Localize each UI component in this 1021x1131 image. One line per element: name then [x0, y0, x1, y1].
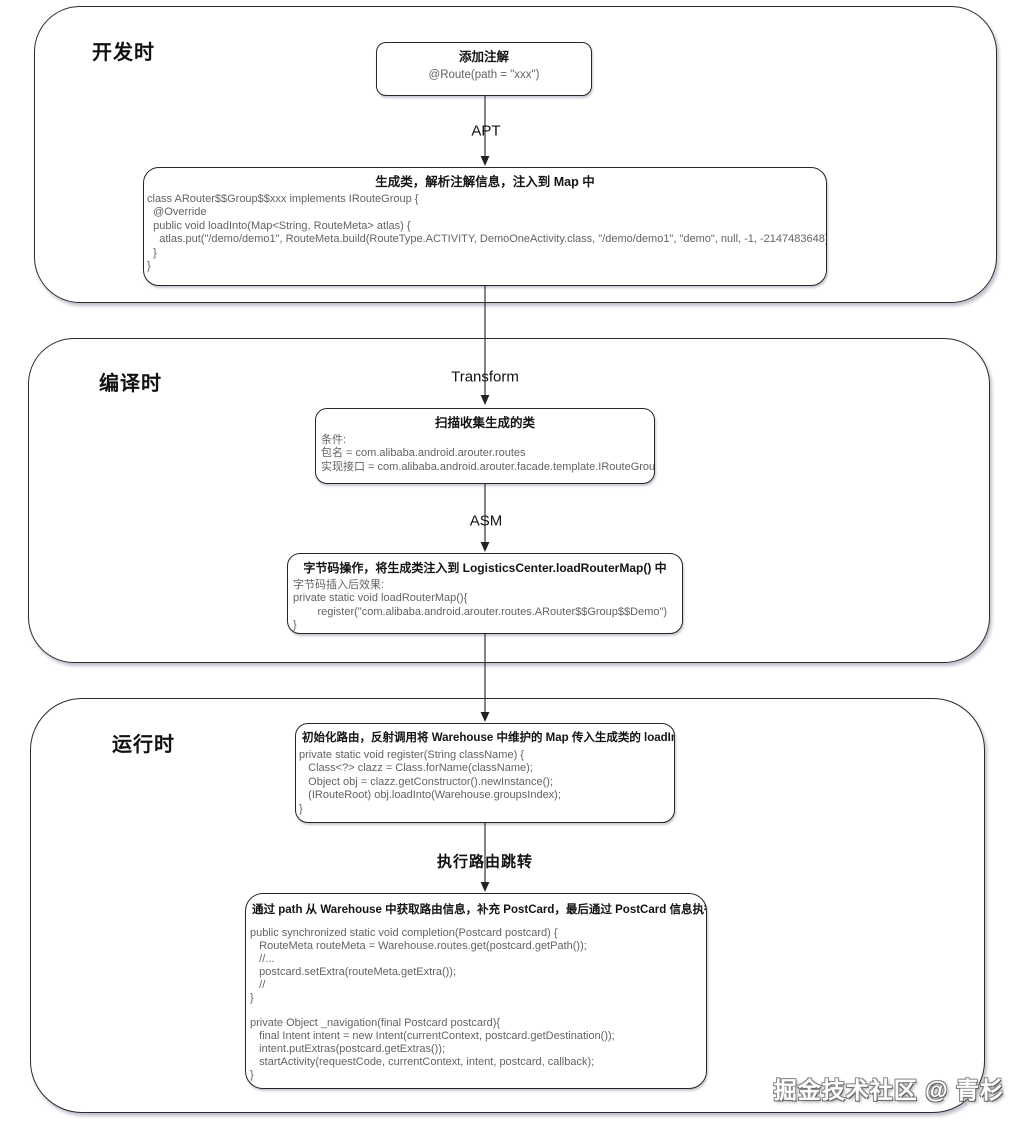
phase-label-development: 开发时: [92, 42, 155, 64]
node-scan-collect-title: 扫描收集生成的类: [434, 416, 535, 430]
node-generated-class-title: 生成类，解析注解信息，注入到 Map 中: [375, 175, 595, 189]
node-completion-jump-title: 通过 path 从 Warehouse 中获取路由信息，补充 PostCard，…: [252, 904, 706, 916]
node-completion-jump-code: public synchronized static void completi…: [250, 927, 615, 1081]
node-completion-jump: 通过 path 从 Warehouse 中获取路由信息，补充 PostCard，…: [245, 893, 707, 1089]
node-bytecode-inject-code: 字节码插入后效果: private static void loadRouter…: [293, 579, 668, 632]
node-scan-collect: 扫描收集生成的类 条件: 包名 = com.alibaba.android.ar…: [315, 408, 655, 484]
arrow-label-apt: APT: [471, 122, 501, 140]
node-add-annotation-title: 添加注解: [458, 50, 509, 64]
arrow-label-asm: ASM: [469, 512, 503, 530]
arrow-label-transform: Transform: [451, 368, 519, 386]
node-generated-class-code: class ARouter$$Group$$xxx implements IRo…: [147, 193, 826, 273]
node-scan-collect-code: 条件: 包名 = com.alibaba.android.arouter.rou…: [321, 434, 654, 473]
node-init-route-title: 初始化路由，反射调用将 Warehouse 中维护的 Map 传入生成类的 lo…: [302, 732, 674, 744]
node-add-annotation-code: @Route(path = "xxx"): [428, 69, 540, 81]
phase-label-compile: 编译时: [99, 373, 162, 395]
phase-label-runtime: 运行时: [112, 734, 175, 756]
node-add-annotation: 添加注解 @Route(path = "xxx"): [376, 42, 592, 96]
node-init-route-code: private static void register(String clas…: [299, 749, 561, 815]
arrow-label-route-jump: 执行路由跳转: [436, 853, 534, 871]
node-generated-class: 生成类，解析注解信息，注入到 Map 中 class ARouter$$Grou…: [143, 167, 827, 286]
watermark-text: 掘金技术社区 @ 青杉: [773, 1077, 1004, 1103]
node-bytecode-inject: 字节码操作，将生成类注入到 LogisticsCenter.loadRouter…: [287, 553, 683, 634]
node-init-route: 初始化路由，反射调用将 Warehouse 中维护的 Map 传入生成类的 lo…: [295, 723, 675, 823]
node-bytecode-inject-title: 字节码操作，将生成类注入到 LogisticsCenter.loadRouter…: [303, 561, 667, 575]
